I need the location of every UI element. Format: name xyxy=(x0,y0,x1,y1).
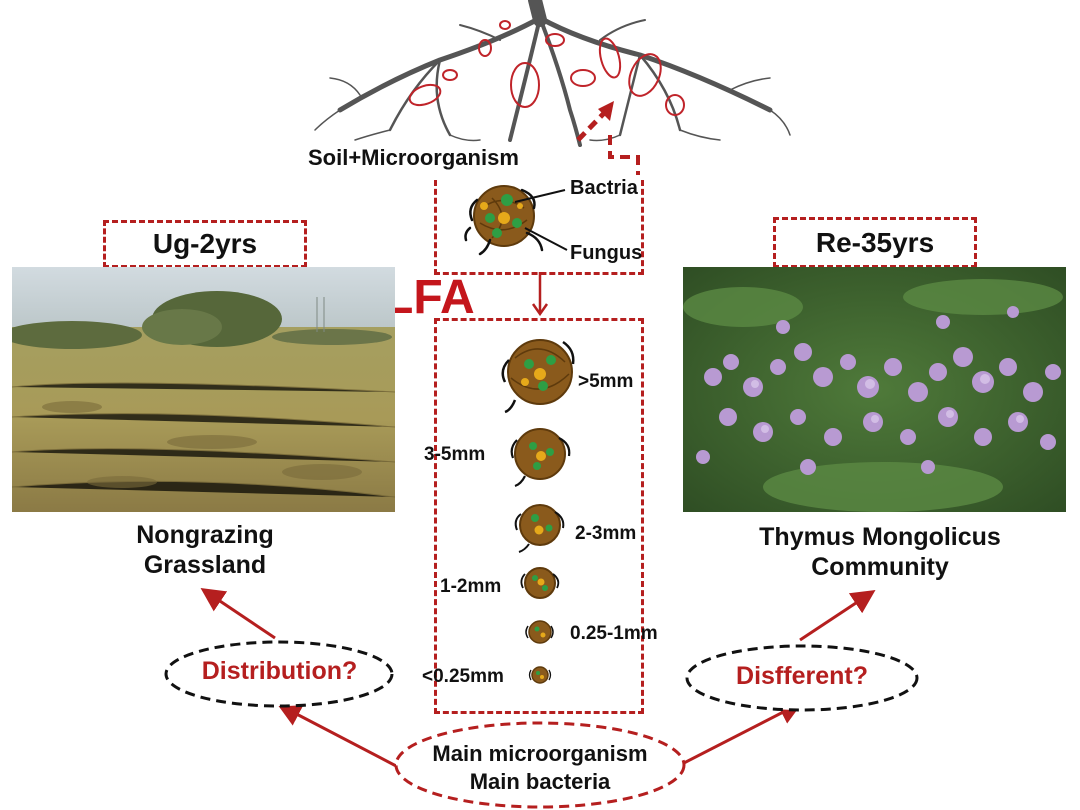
distribution-question: Distribution? xyxy=(162,657,397,686)
different-question: Disfferent? xyxy=(683,662,921,691)
main-microorganism-line1: Main microorganism xyxy=(392,740,688,768)
main-microorganism-text: Main microorganism Main bacteria xyxy=(392,740,688,796)
main-microorganism-line2: Main bacteria xyxy=(392,768,688,796)
